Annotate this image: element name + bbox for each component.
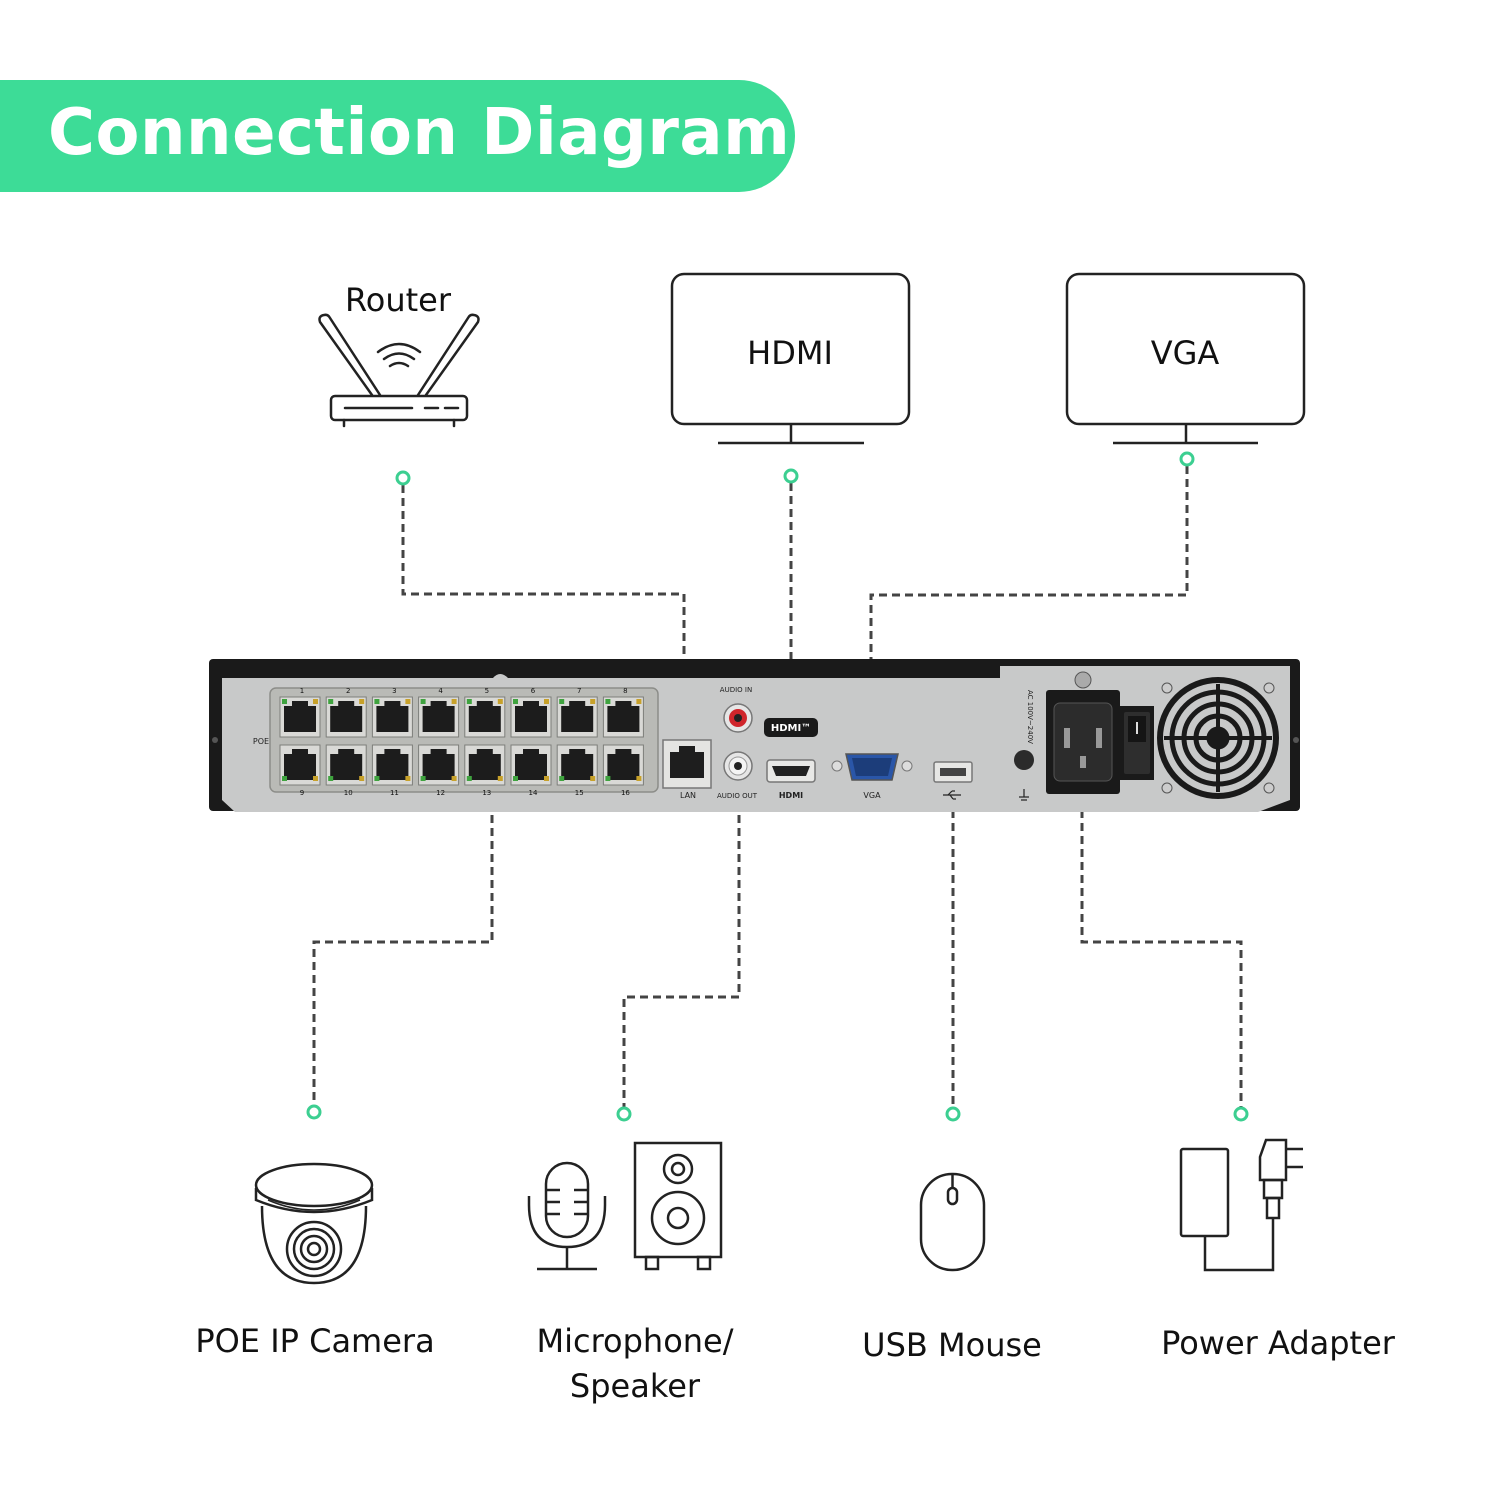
title-banner [0,80,795,192]
power-connection-line [1080,810,1243,1107]
usb-symbol-icon [943,790,961,800]
poe-port [464,744,506,786]
page-title: Connection Diagram [48,96,791,170]
poe-port-number: 15 [575,789,584,797]
lan-label: LAN [680,791,696,800]
poe-port [556,744,598,786]
poe-port-number: 6 [531,687,536,695]
poe-port-number: 14 [529,789,538,797]
router-connection-line [401,485,686,745]
poe-port-number: 7 [577,687,581,695]
poe-port-number: 10 [344,789,353,797]
poe-ports [279,696,644,786]
vga-connection-dot [1179,451,1195,467]
audio-connection-line [622,815,741,1107]
poe-port-number: 8 [623,687,627,695]
poe-port [371,744,413,786]
poe-port [325,696,367,738]
hdmi-logo-text: HDMI™ [771,723,811,734]
poe-port-number: 11 [390,789,399,797]
poe-port [418,696,460,738]
audio-label-line1: Microphone/ [536,1322,734,1360]
hdmi-port [766,759,816,783]
poe-port-number: 3 [392,687,396,695]
poe-port [510,696,552,738]
hdmi-monitor-icon [670,272,911,445]
vga-monitor-icon [1065,272,1306,445]
poe-port [602,744,644,786]
audio-connection-dot [616,1106,632,1122]
poe-port [279,744,321,786]
hdmi-connection-dot [783,468,799,484]
poe-port-number: 13 [482,789,491,797]
ground-terminal [1014,750,1034,770]
audio-out-jack [723,751,753,781]
poe-port-number: 5 [485,687,489,695]
poe-port [510,744,552,786]
ground-symbol-icon [1019,789,1029,801]
poe-port [418,744,460,786]
poe-port [602,696,644,738]
poe-port-number: 1 [300,687,304,695]
vga-monitor-label: VGA [1150,334,1220,372]
poe-port [371,696,413,738]
power-inlet [1046,671,1120,794]
router-connection-dot [395,470,411,486]
audio-in-jack [723,703,753,733]
audio-out-label: AUDIO OUT [717,792,758,800]
power-adapter-label: Power Adapter [1161,1324,1395,1362]
poe-port-number: 4 [438,687,443,695]
ac-voltage-label: AC 100V~240V [1026,690,1034,744]
poe-port [279,696,321,738]
usb-port [933,761,973,783]
router-label: Router [344,281,452,319]
mouse-connection-dot [945,1106,961,1122]
vga-port-label: VGA [863,791,881,800]
audio-label-line2: Speaker [569,1367,701,1405]
poe-port-number: 2 [346,687,350,695]
camera-connection-dot [306,1104,322,1120]
hdmi-port-label: HDMI [779,791,803,800]
poe-port [464,696,506,738]
poe-port-number: 9 [300,789,304,797]
poe-label: POE [253,737,269,746]
poe-port [556,696,598,738]
power-switch [1120,706,1154,780]
power-connection-dot [1233,1106,1249,1122]
hdmi-logo-badge [764,718,818,737]
mouse-label: USB Mouse [862,1326,1042,1364]
audio-in-label: AUDIO IN [720,686,752,694]
camera-label: POE IP Camera [195,1322,435,1360]
hdmi-monitor-label: HDMI [747,334,833,372]
poe-port-number: 16 [621,789,630,797]
poe-port [325,744,367,786]
microphone-icon [527,1161,607,1271]
vga-port [831,753,913,781]
camera-connection-line [312,815,494,1105]
poe-port-number: 12 [436,789,445,797]
power-adapter-icon [1179,1138,1303,1272]
fan-grille [1157,677,1279,799]
mouse-icon [919,1172,986,1272]
dome-camera-icon [254,1162,374,1285]
router-icon [318,313,480,428]
lan-port [662,739,712,789]
speaker-icon [633,1141,723,1271]
